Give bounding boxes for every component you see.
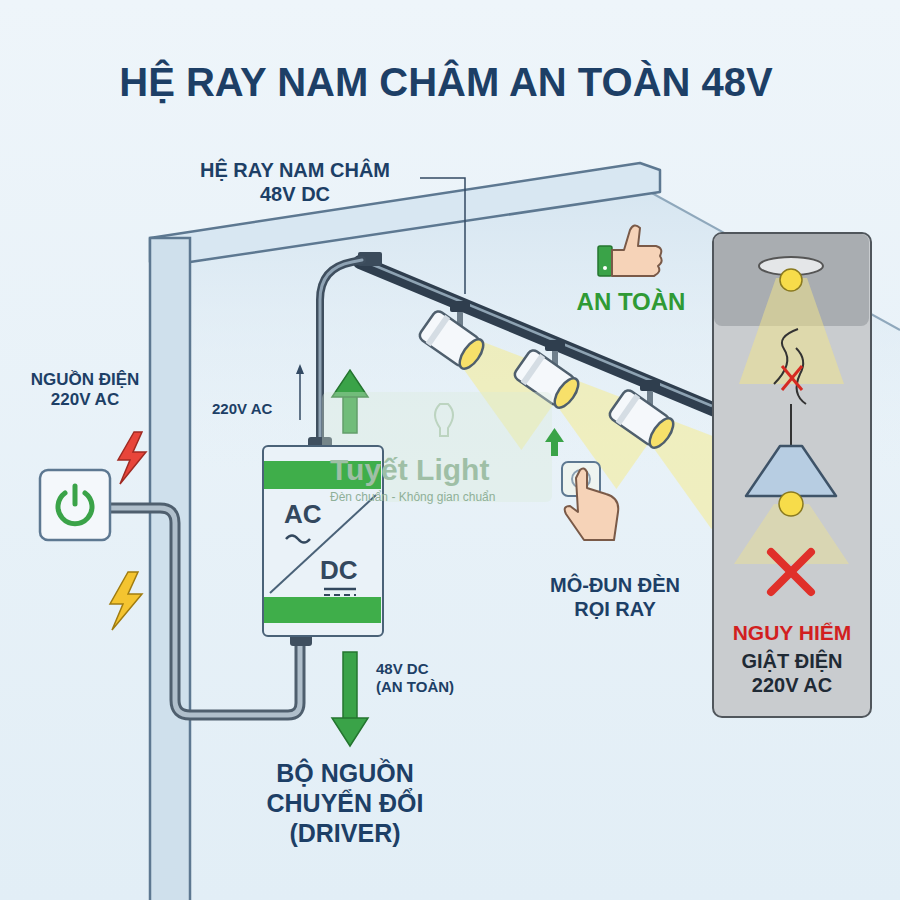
green-arrow [343,652,357,720]
watermark-bulb [435,404,453,436]
watermark: Tuyết Light [330,452,510,488]
dc-symbol [324,594,356,596]
voltage-label: 220V AC [212,400,272,418]
leader-line [420,178,465,294]
red-cross [782,366,802,390]
dc-text: DC [320,555,358,586]
thumbs-up [612,225,662,276]
bulb [780,269,802,291]
safe-tag: AN TOÀN [566,288,696,317]
module-label: MÔ-ĐUN ĐÈN RỌI RAY [530,573,700,621]
green-band [264,597,381,623]
ac-text: AC [284,499,322,530]
ac-symbol [286,536,310,543]
hand [565,468,619,540]
lightning-bolt [110,572,142,630]
thumbs-up [603,266,607,270]
loose-wire [796,348,806,404]
source-label: NGUỒN ĐIỆN 220V AC [15,370,155,411]
light-beam [739,278,844,384]
thin-arrow [299,372,301,420]
danger-text: GIẬT ĐIỆN 220V AC [720,649,864,697]
output-label: 48V DC (AN TOÀN) [376,660,457,696]
dc-symbol [324,588,356,591]
green-arrow [332,718,368,746]
watermark-tagline: Đèn chuẩn - Không gian chuẩn [330,490,530,504]
red-x [771,552,811,592]
red-x [771,552,811,592]
divider [270,495,376,593]
danger-heading: NGUY HIỂM [720,620,864,645]
thumbs-up [598,246,612,276]
rail-callout: HỆ RAY NAM CHÂM 48V DC [185,158,405,206]
bulb [779,492,803,516]
power-icon [73,486,78,504]
wall-switch [40,470,110,540]
driver-caption: BỘ NGUỒN CHUYỂN ĐỔI (DRIVER) [230,758,460,848]
lightning-bolt [118,432,146,484]
thin-arrow-head [296,364,304,374]
pendant-shade [746,446,836,496]
title: HỆ RAY NAM CHÂM AN TOÀN 48V [0,58,896,106]
danger-panel: NGUY HIỂM GIẬT ĐIỆN 220V AC [712,232,872,718]
green-arrow [551,440,558,456]
green-arrow [545,428,564,442]
red-cross [782,366,802,390]
pendant-cord [790,404,792,446]
